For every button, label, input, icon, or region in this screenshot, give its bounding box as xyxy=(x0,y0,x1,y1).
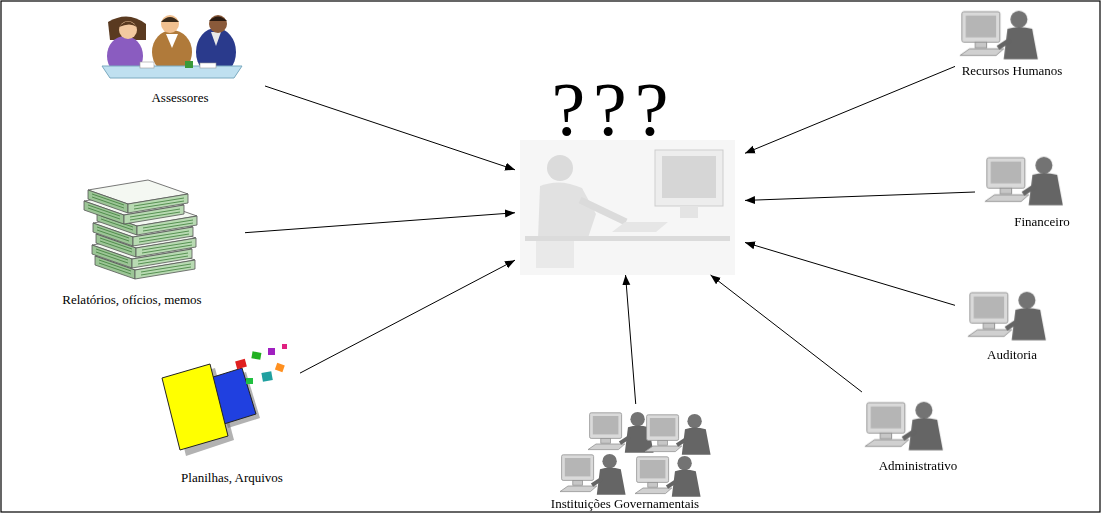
arrow-connector xyxy=(245,213,515,233)
node-caption: Instituições Governamentais xyxy=(518,496,732,511)
source-node: Financeiro xyxy=(975,150,1085,230)
node-caption: Relatórios, ofícios, memos xyxy=(22,292,242,307)
node-caption: Recursos Humanos xyxy=(954,63,1070,78)
source-node: Instituições Governamentais xyxy=(530,404,750,512)
document-stack xyxy=(84,180,197,279)
source-node: Auditoria xyxy=(955,283,1073,363)
meeting-illustration xyxy=(102,15,242,78)
central-node: ??? xyxy=(515,70,745,275)
central-user-illustration xyxy=(520,140,735,275)
question-marks: ??? xyxy=(514,71,714,147)
node-caption: Administrativo xyxy=(860,458,976,473)
arrow-connector xyxy=(711,275,862,392)
spreadsheet-files xyxy=(162,344,287,456)
source-node: Relatórios, ofícios, memos xyxy=(20,175,245,307)
source-node: Assessores xyxy=(95,10,265,105)
node-caption: Assessores xyxy=(100,90,260,105)
node-caption: Planilhas, Arquivos xyxy=(159,470,305,485)
arrow-connector xyxy=(300,260,515,373)
node-caption: Auditoria xyxy=(962,347,1062,362)
arrow-connector xyxy=(745,66,955,153)
source-node: Recursos Humanos xyxy=(955,4,1073,80)
arrow-connector xyxy=(626,275,636,404)
arrow-connector xyxy=(745,192,975,200)
source-node: Planilhas, Arquivos xyxy=(150,340,300,485)
arrow-connector xyxy=(265,86,515,170)
arrow-connector xyxy=(745,242,955,305)
source-node: Administrativo xyxy=(855,392,975,474)
node-caption: Financeiro xyxy=(992,214,1092,229)
